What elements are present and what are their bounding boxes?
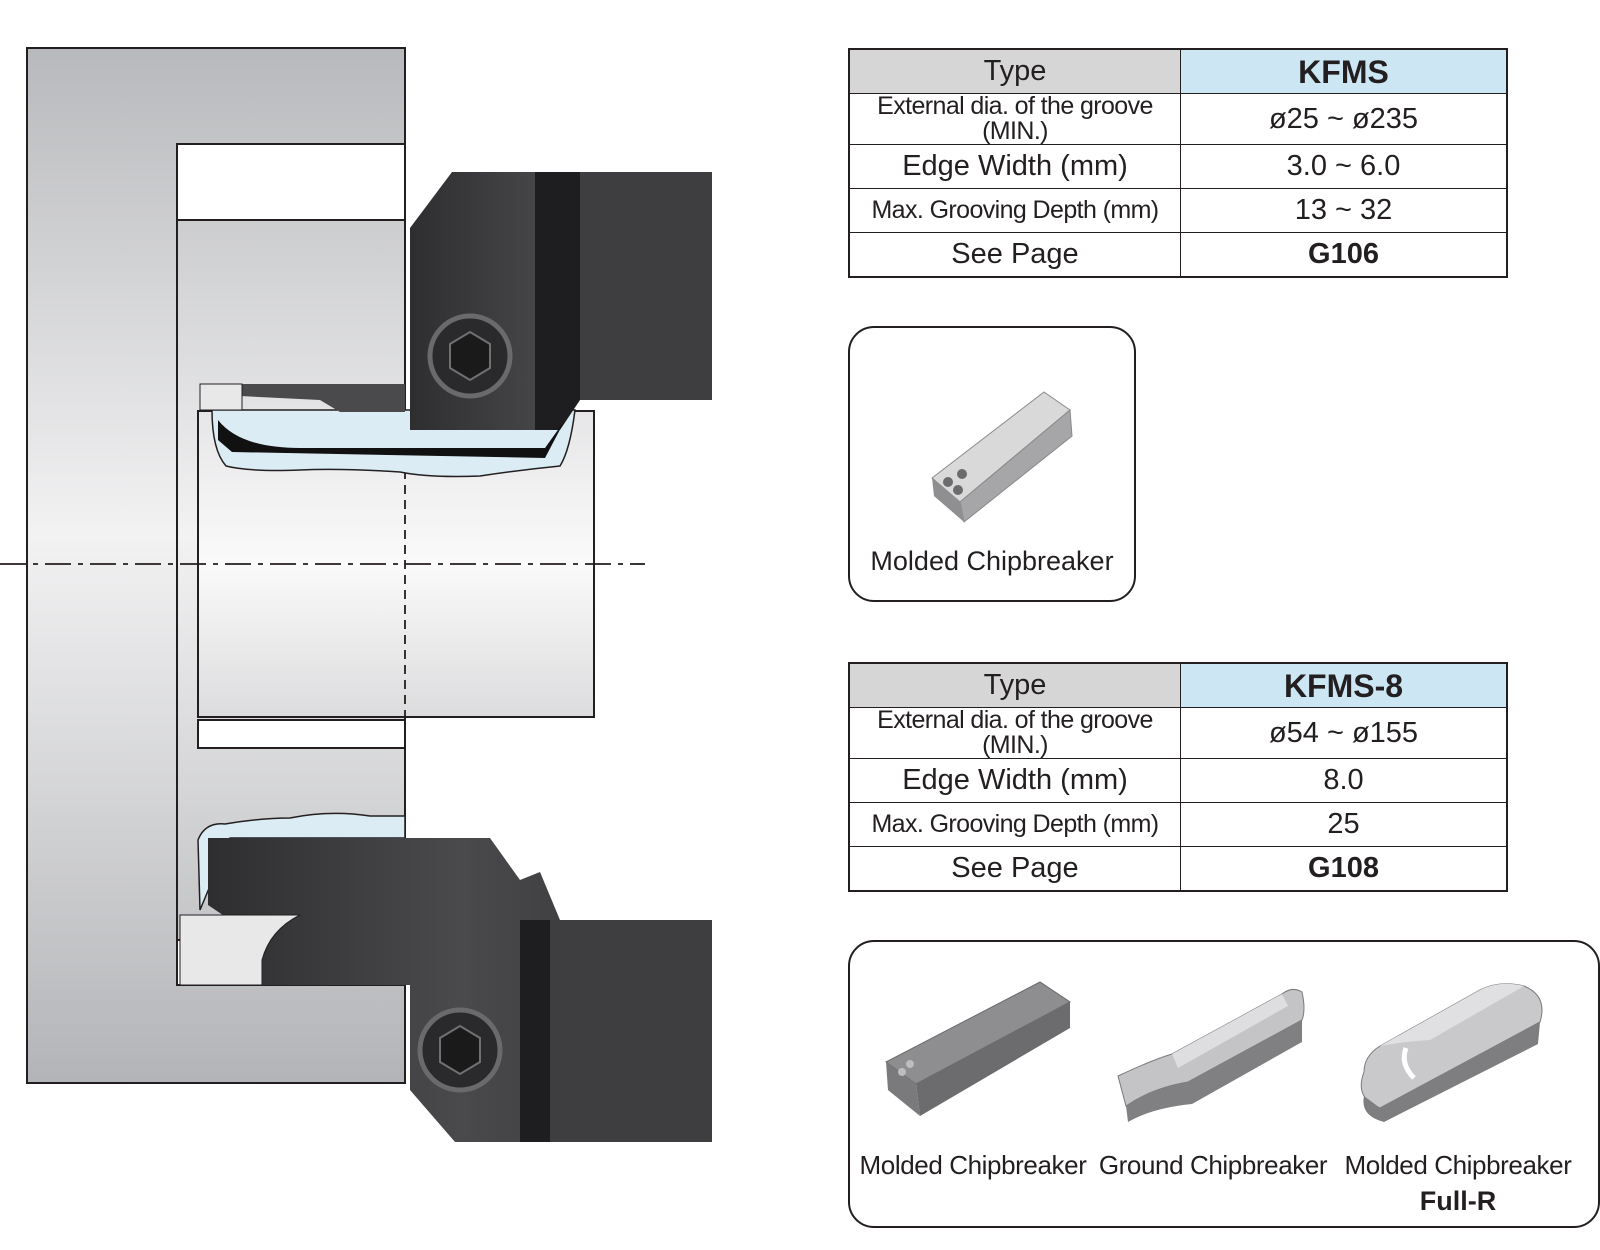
- insert-full-r-icon: [1360, 983, 1543, 1122]
- insert-box-kfms: Molded Chipbreaker: [848, 326, 1136, 602]
- table-row: Edge Width (mm) 3.0 ~ 6.0: [848, 144, 1508, 189]
- row-value: 13 ~ 32: [1180, 188, 1508, 233]
- row-value: 8.0: [1180, 758, 1508, 803]
- table-row: Edge Width (mm) 8.0: [848, 758, 1508, 803]
- row-label: Edge Width (mm): [848, 144, 1181, 189]
- insert-caption: Molded Chipbreaker: [870, 546, 1114, 576]
- row-value: 25: [1180, 802, 1508, 847]
- row-value: ø25 ~ ø235: [1180, 93, 1508, 145]
- row-label: See Page: [848, 846, 1181, 892]
- upper-tool-holder: [199, 172, 712, 458]
- type-label: Type: [848, 48, 1181, 94]
- table-row: See Page G108: [848, 846, 1508, 892]
- insert-box-kfms8: Molded Chipbreaker Ground Chipbreaker Mo…: [848, 940, 1600, 1228]
- row-label: See Page: [848, 232, 1181, 278]
- table-row: External dia. of the groove (MIN.) ø25 ~…: [848, 93, 1508, 145]
- insert-molded-icon: [885, 981, 1071, 1116]
- table-row: External dia. of the groove (MIN.) ø54 ~…: [848, 707, 1508, 759]
- insert-caption: Molded Chipbreaker: [1344, 1150, 1572, 1180]
- face-grooving-illustration: [0, 47, 712, 1142]
- table-row: Max. Grooving Depth (mm) 13 ~ 32: [848, 188, 1508, 233]
- chip-lower: [197, 812, 406, 911]
- row-label: External dia. of the groove (MIN.): [848, 707, 1181, 759]
- row-label: External dia. of the groove (MIN.): [848, 93, 1181, 145]
- table-row: Max. Grooving Depth (mm) 25: [848, 802, 1508, 847]
- spec-table-kfms: Type KFMS External dia. of the groove (M…: [848, 48, 1508, 278]
- type-value: KFMS: [1180, 48, 1508, 94]
- row-label: Max. Grooving Depth (mm): [848, 188, 1181, 233]
- see-page-link[interactable]: G108: [1180, 846, 1508, 892]
- row-label: Edge Width (mm): [848, 758, 1181, 803]
- row-value: ø54 ~ ø155: [1180, 707, 1508, 759]
- lower-tool-holder: [179, 838, 712, 1142]
- insert-molded-icon: [931, 391, 1073, 523]
- row-value: 3.0 ~ 6.0: [1180, 144, 1508, 189]
- insert-caption: Molded Chipbreaker: [859, 1150, 1087, 1180]
- see-page-link[interactable]: G106: [1180, 232, 1508, 278]
- spec-table-kfms8: Type KFMS-8 External dia. of the groove …: [848, 662, 1508, 892]
- type-value: KFMS-8: [1180, 662, 1508, 708]
- insert-subcaption: Full-R: [1419, 1186, 1497, 1216]
- table-row: Type KFMS: [848, 48, 1508, 94]
- type-label: Type: [848, 662, 1181, 708]
- insert-caption: Ground Chipbreaker: [1098, 1150, 1328, 1180]
- table-row: See Page G106: [848, 232, 1508, 278]
- table-row: Type KFMS-8: [848, 662, 1508, 708]
- row-label: Max. Grooving Depth (mm): [848, 802, 1181, 847]
- insert-ground-icon: [1117, 988, 1305, 1122]
